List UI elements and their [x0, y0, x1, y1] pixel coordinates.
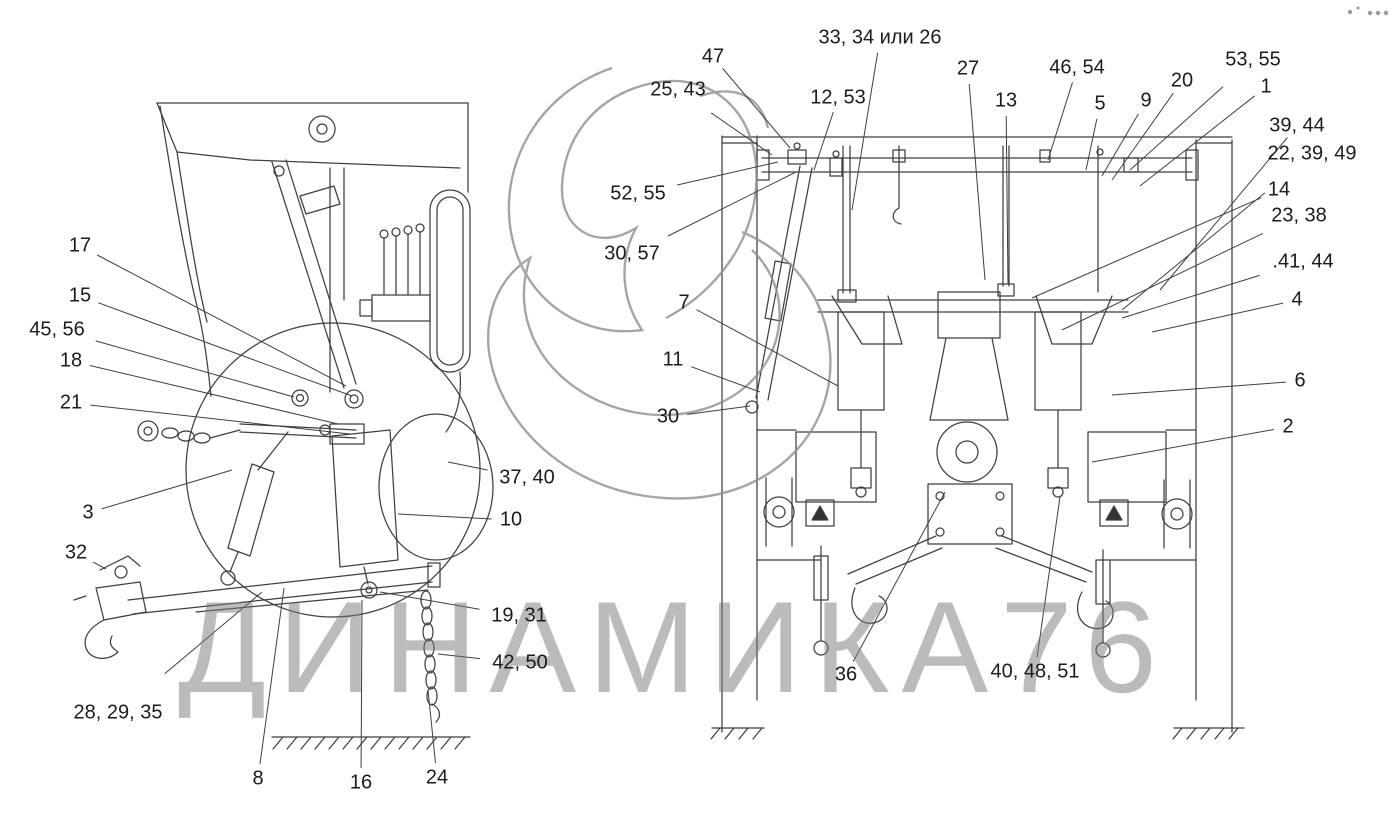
- callout-label: 15: [68, 284, 92, 307]
- callout-label: 13: [994, 89, 1018, 112]
- rear-view-drawing: [711, 136, 1244, 739]
- turnbuckle: [221, 432, 288, 585]
- callout-label: 5: [1094, 92, 1106, 115]
- callout-label: 45, 56: [29, 318, 85, 341]
- callout-label: 42, 50: [492, 651, 548, 674]
- callout-label: 1: [1260, 75, 1272, 98]
- callout-label: 28, 29, 35: [73, 701, 163, 724]
- side-bracket-left: [796, 432, 876, 526]
- callout-label: 25, 43: [650, 78, 706, 101]
- callout-label: 30, 57: [604, 242, 660, 265]
- callout-label: 52, 55: [610, 182, 666, 205]
- callout-label: 18: [59, 349, 83, 372]
- hydraulic-cylinder-right: [1035, 312, 1081, 497]
- diagonal-strut: [746, 166, 812, 413]
- main-lift-ram: [332, 430, 398, 598]
- callout-label: 36: [834, 663, 858, 686]
- callout-label: 23, 38: [1271, 204, 1327, 227]
- rear-wheel: [186, 323, 493, 617]
- callout-label: 30: [656, 405, 680, 428]
- callout-label: 40, 48, 51: [990, 660, 1080, 683]
- callout-label: 53, 55: [1225, 48, 1281, 71]
- hydraulic-cylinder-left: [838, 312, 884, 497]
- callout-label: 12, 53: [810, 86, 866, 109]
- side-bracket-right: [1088, 432, 1166, 526]
- lower-arms: [848, 536, 1092, 584]
- hitch-hook: [74, 556, 146, 658]
- callout-label: 14: [1267, 178, 1291, 201]
- upper-lift-cylinder: [272, 160, 356, 392]
- rear-frame: [722, 136, 1232, 732]
- callout-label: 7: [678, 291, 690, 314]
- callout-label: 16: [349, 771, 373, 794]
- callout-label: 6: [1294, 369, 1306, 392]
- callout-label: 21: [59, 391, 83, 414]
- wheel-hub-right: [1162, 480, 1192, 548]
- callout-label: 17: [68, 234, 92, 257]
- callout-label: 20: [1170, 69, 1194, 92]
- callout-label: 37, 40: [499, 466, 555, 489]
- wheel-hub-left: [764, 478, 794, 546]
- callout-label: 4: [1291, 288, 1303, 311]
- linkage-pivots: [240, 390, 364, 444]
- callout-label: 39, 44: [1269, 114, 1325, 137]
- callout-label: 11: [662, 348, 684, 371]
- callout-label: 19, 31: [491, 604, 547, 627]
- callout-label: 33, 34 или 26: [818, 26, 942, 49]
- callout-label: .41, 44: [1272, 250, 1334, 273]
- hanging-hooks: [814, 546, 1113, 657]
- callout-label: 46, 54: [1049, 56, 1105, 79]
- callout-label: 47: [701, 45, 725, 68]
- callout-label: 10: [499, 508, 523, 531]
- side-view-drawing: [74, 103, 493, 749]
- hydraulic-manifold: [360, 224, 430, 321]
- callout-label: 32: [64, 541, 88, 564]
- callout-label: 3: [82, 501, 94, 524]
- callout-label: 24: [425, 766, 449, 789]
- callout-label: 8: [252, 767, 264, 790]
- pto-shaft: [928, 420, 1012, 544]
- tractor-body: [157, 103, 470, 432]
- callout-label: 22, 39, 49: [1267, 142, 1357, 165]
- callout-label: 2: [1282, 415, 1294, 438]
- ground-hatching-left: [272, 737, 470, 749]
- hanging-chain: [421, 591, 439, 722]
- callout-label: 9: [1140, 89, 1152, 112]
- leader-lines: [90, 53, 1288, 768]
- ground-hatching-right: [711, 728, 1244, 739]
- corner-dots-icon: [1347, 6, 1389, 16]
- callout-label: 27: [956, 57, 980, 80]
- lift-rods: [838, 146, 1098, 302]
- check-chain: [138, 421, 240, 443]
